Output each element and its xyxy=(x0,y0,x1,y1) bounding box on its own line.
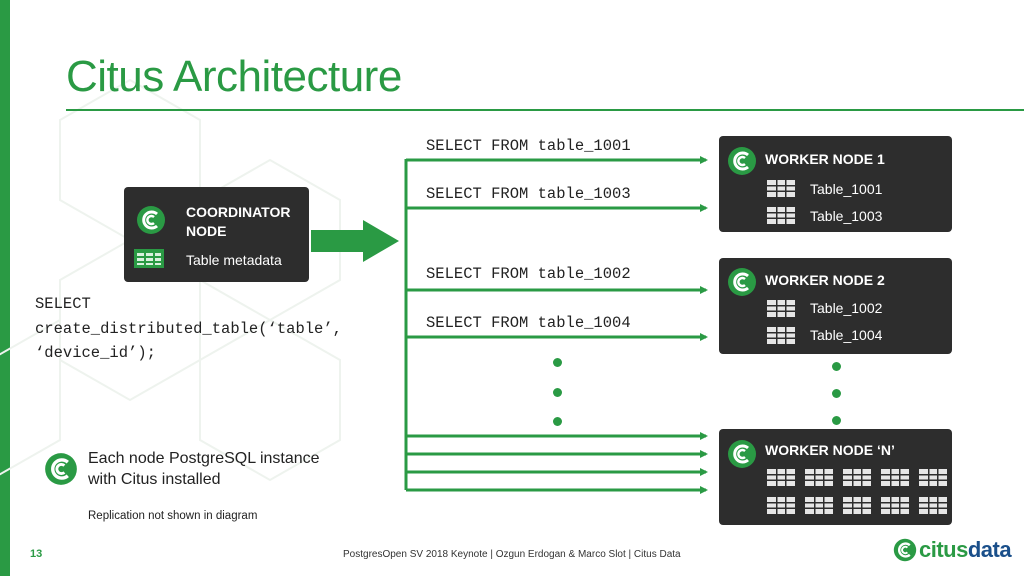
coordinator-label-line1: COORDINATOR xyxy=(186,204,291,220)
ellipsis-dot xyxy=(553,417,562,426)
legend-line1: Each node PostgreSQL instance xyxy=(88,450,320,467)
ellipsis-dot xyxy=(832,362,841,371)
table-grid-icon xyxy=(881,469,909,486)
replication-note: Replication not shown in diagram xyxy=(88,510,258,522)
citus-logo-icon xyxy=(728,440,756,468)
table-grid-icon xyxy=(767,300,795,317)
left-accent-bar xyxy=(0,0,10,576)
worker-node-1: WORKER NODE 1 Table_1001 Table_1003 xyxy=(719,136,952,232)
create-sql-line1: SELECT xyxy=(35,295,91,313)
worker-node-n: WORKER NODE ‘N’ xyxy=(719,429,952,525)
worker-2-table-1: Table_1002 xyxy=(810,300,883,316)
table-grid-icon xyxy=(767,327,795,344)
create-sql-line2: create_distributed_table(‘table’, xyxy=(35,320,342,338)
footer-text: PostgresOpen SV 2018 Keynote | Ozgun Erd… xyxy=(343,549,681,560)
table-grid-icon xyxy=(767,497,795,514)
query-label-1: SELECT FROM table_1001 xyxy=(426,137,631,155)
page-title: Citus Architecture xyxy=(66,52,402,101)
worker-node-1-title: WORKER NODE 1 xyxy=(765,151,885,167)
query-label-2: SELECT FROM table_1003 xyxy=(426,185,631,203)
citusdata-logo-icon xyxy=(893,538,917,562)
legend-line2: with Citus installed xyxy=(88,471,221,488)
worker-node-n-title: WORKER NODE ‘N’ xyxy=(765,442,895,458)
ellipsis-dot xyxy=(832,389,841,398)
citus-logo-icon xyxy=(728,268,756,296)
ellipsis-dot xyxy=(832,416,841,425)
table-grid-icon xyxy=(134,249,164,268)
coordinator-label-line2: NODE xyxy=(186,223,227,239)
brand-part2: data xyxy=(967,537,1012,562)
worker-node-2-title: WORKER NODE 2 xyxy=(765,272,885,288)
table-grid-icon xyxy=(805,497,833,514)
coordinator-metadata-label: Table metadata xyxy=(186,252,282,268)
citusdata-wordmark: citusdata xyxy=(919,537,1012,563)
table-grid-icon xyxy=(919,469,947,486)
table-grid-icon xyxy=(919,497,947,514)
create-sql-line3: ‘device_id’); xyxy=(35,344,156,362)
brand-part1: citus xyxy=(919,537,968,562)
worker-1-table-2: Table_1003 xyxy=(810,208,883,224)
ellipsis-dot xyxy=(553,358,562,367)
table-grid-icon xyxy=(881,497,909,514)
worker-1-table-1: Table_1001 xyxy=(810,181,883,197)
coordinator-node: COORDINATOR NODE Table metadata xyxy=(124,187,309,282)
table-grid-icon xyxy=(843,469,871,486)
citus-logo-icon xyxy=(45,453,77,485)
table-grid-icon xyxy=(767,180,795,197)
table-grid-icon xyxy=(843,497,871,514)
page-number: 13 xyxy=(30,548,43,560)
worker-node-2: WORKER NODE 2 Table_1002 Table_1004 xyxy=(719,258,952,354)
citus-logo-icon xyxy=(137,206,165,234)
table-grid-icon xyxy=(767,207,795,224)
citus-logo-icon xyxy=(728,147,756,175)
table-grid-icon xyxy=(767,469,795,486)
query-label-4: SELECT FROM table_1004 xyxy=(426,314,631,332)
worker-2-table-2: Table_1004 xyxy=(810,327,883,343)
ellipsis-dot xyxy=(553,388,562,397)
table-grid-icon xyxy=(805,469,833,486)
query-label-3: SELECT FROM table_1002 xyxy=(426,265,631,283)
coordinator-arrow xyxy=(311,220,399,262)
title-divider xyxy=(66,109,1024,111)
